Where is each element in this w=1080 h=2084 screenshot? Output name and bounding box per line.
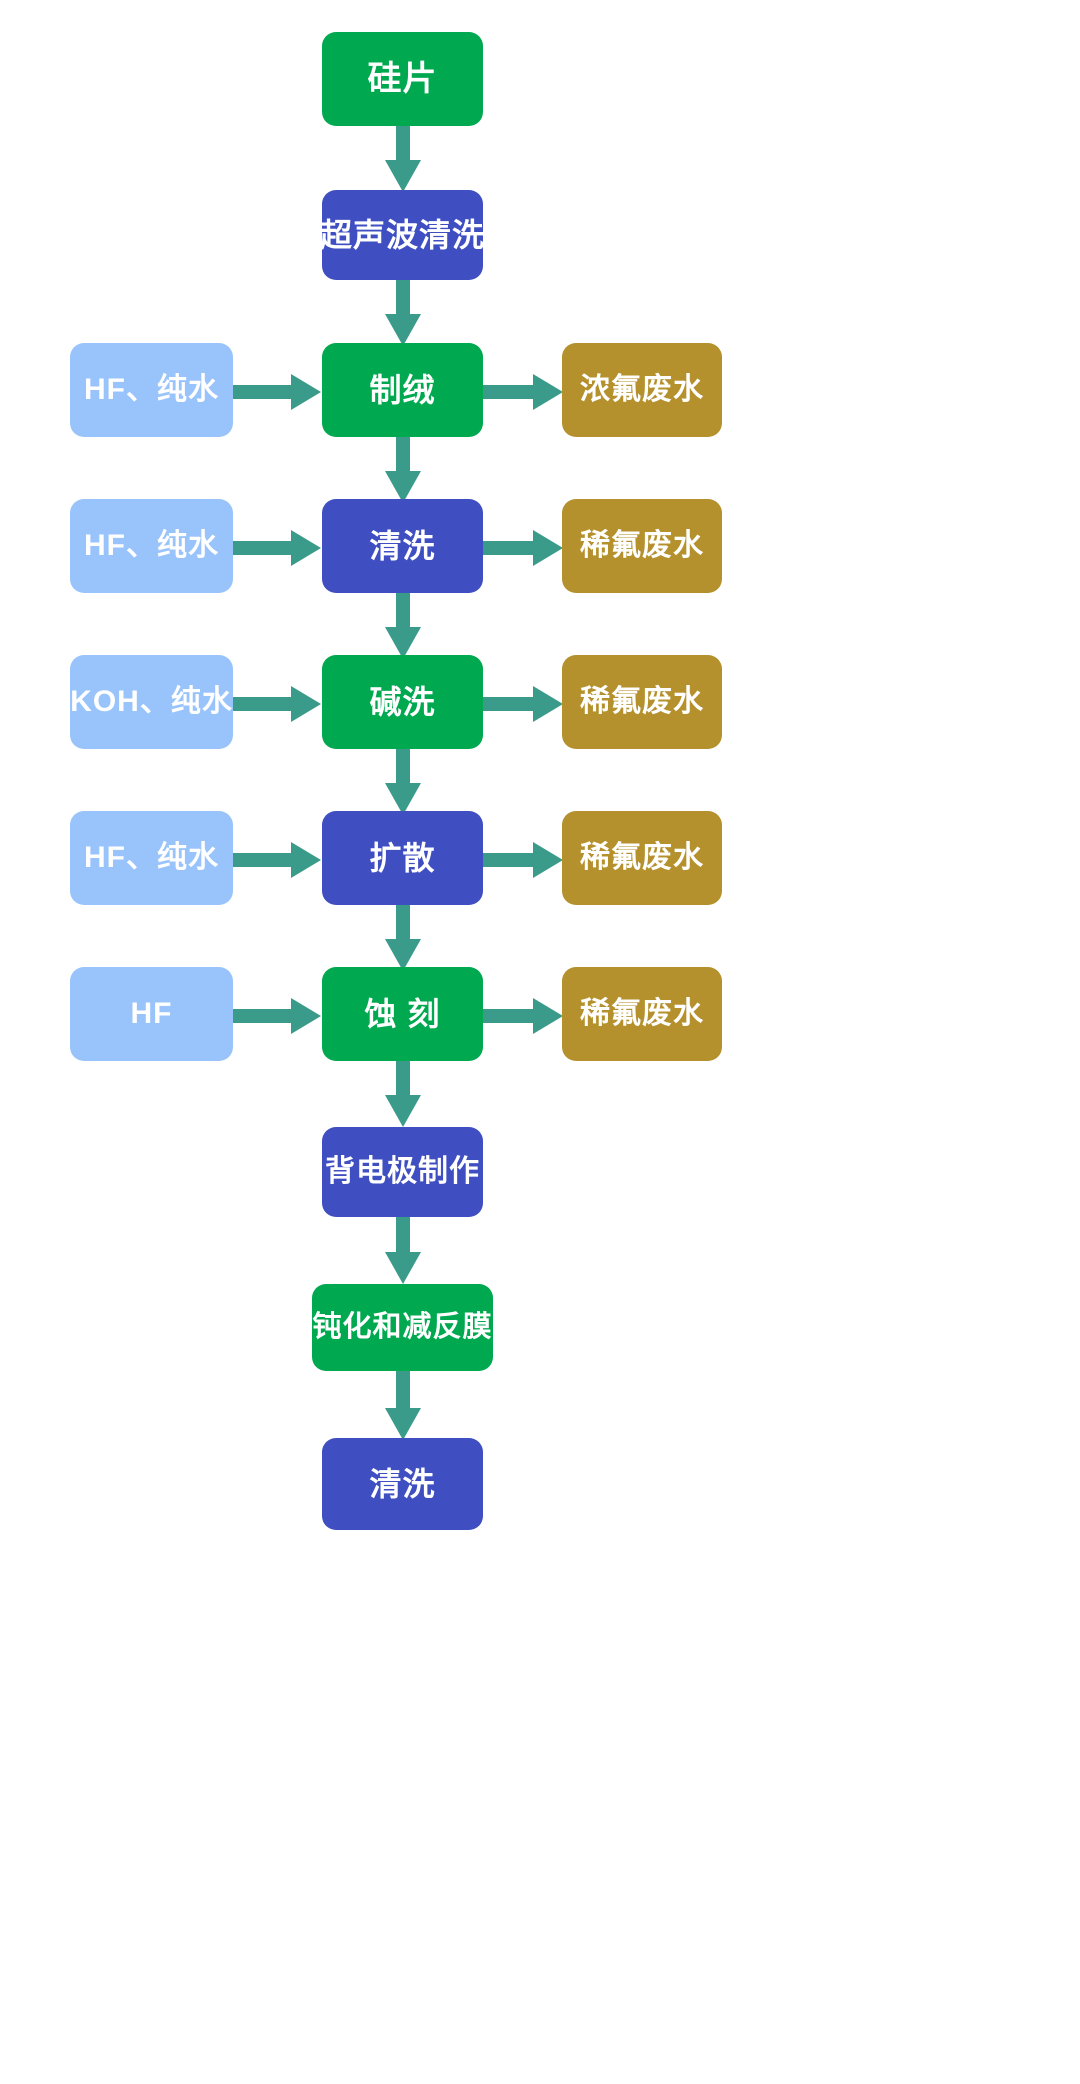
arrow-cleaning1-to-alkali [378, 591, 428, 661]
node-label: 清洗 [369, 1465, 436, 1502]
arrow-alkali-to-waste [483, 682, 565, 726]
node-input-cleaning-1[interactable]: HF、纯水 [70, 499, 233, 593]
node-silicon-wafer[interactable]: 硅片 [322, 32, 483, 126]
node-back-electrode[interactable]: 背电极制作 [322, 1127, 483, 1217]
arrow-input-to-diffusion [233, 838, 323, 882]
node-label: 扩散 [369, 839, 436, 876]
node-waste-etching[interactable]: 稀氟废水 [562, 967, 722, 1061]
node-label: 稀氟废水 [580, 529, 704, 562]
arrow-ultrasonic-to-texturing [378, 278, 428, 348]
node-label: HF [130, 997, 173, 1030]
node-label: 稀氟废水 [580, 685, 704, 718]
node-label: 超声波清洗 [320, 216, 486, 253]
arrow-texturing-to-waste [483, 370, 565, 414]
arrow-diffusion-to-etching [378, 903, 428, 973]
node-label: 制绒 [369, 371, 436, 408]
node-input-texturing[interactable]: HF、纯水 [70, 343, 233, 437]
node-label: HF、纯水 [84, 373, 219, 406]
arrow-etching-to-waste [483, 994, 565, 1038]
node-waste-cleaning-1[interactable]: 稀氟废水 [562, 499, 722, 593]
node-label: KOH、纯水 [70, 685, 233, 718]
node-cleaning-2[interactable]: 清洗 [322, 1438, 483, 1530]
arrow-input-to-alkali [233, 682, 323, 726]
node-diffusion[interactable]: 扩散 [322, 811, 483, 905]
arrow-diffusion-to-waste [483, 838, 565, 882]
node-passivation-ar[interactable]: 钝化和减反膜 [312, 1284, 493, 1371]
arrow-etching-to-back-electrode [378, 1059, 428, 1129]
arrow-back-electrode-to-passivation [378, 1216, 428, 1286]
node-label: 稀氟废水 [580, 997, 704, 1030]
node-label: 稀氟废水 [580, 841, 704, 874]
node-label: HF、纯水 [84, 841, 219, 874]
node-label: HF、纯水 [84, 529, 219, 562]
node-etching[interactable]: 蚀 刻 [322, 967, 483, 1061]
arrow-texturing-to-cleaning1 [378, 435, 428, 505]
node-label: 碱洗 [369, 683, 436, 720]
node-waste-diffusion[interactable]: 稀氟废水 [562, 811, 722, 905]
node-waste-alkali[interactable]: 稀氟废水 [562, 655, 722, 749]
arrow-wafer-to-ultrasonic [378, 124, 428, 194]
arrow-cleaning1-to-waste [483, 526, 565, 570]
node-label: 清洗 [369, 527, 436, 564]
arrow-input-to-etching [233, 994, 323, 1038]
node-label: 钝化和减反膜 [312, 1311, 493, 1344]
arrow-passivation-to-cleaning2 [378, 1370, 428, 1442]
arrow-input-to-texturing [233, 370, 323, 414]
node-label: 蚀 刻 [364, 995, 441, 1032]
node-input-diffusion[interactable]: HF、纯水 [70, 811, 233, 905]
node-input-alkali[interactable]: KOH、纯水 [70, 655, 233, 749]
arrow-alkali-to-diffusion [378, 747, 428, 817]
node-waste-texturing[interactable]: 浓氟废水 [562, 343, 722, 437]
node-texturing[interactable]: 制绒 [322, 343, 483, 437]
node-alkali-washing[interactable]: 碱洗 [322, 655, 483, 749]
node-ultrasonic-cleaning[interactable]: 超声波清洗 [320, 190, 486, 280]
node-label: 背电极制作 [325, 1155, 480, 1188]
node-label: 硅片 [367, 59, 438, 98]
node-input-etching[interactable]: HF [70, 967, 233, 1061]
node-cleaning-1[interactable]: 清洗 [322, 499, 483, 593]
node-label: 浓氟废水 [580, 373, 704, 406]
arrow-input-to-cleaning1 [233, 526, 323, 570]
